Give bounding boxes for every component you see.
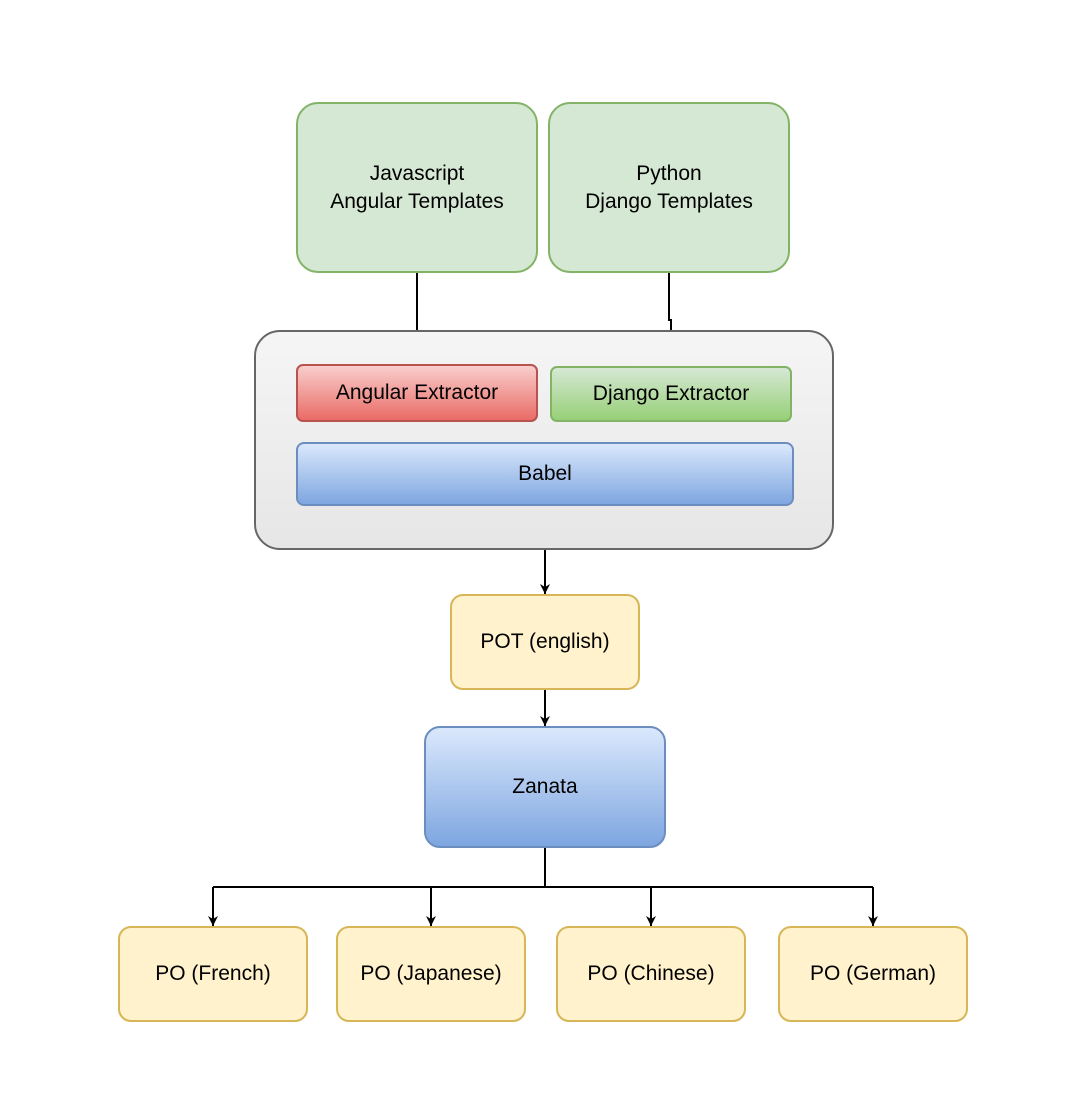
po-japanese-label: PO (Japanese)	[360, 962, 502, 985]
javascript-angular-templates-node: Javascript Angular Templates	[296, 102, 538, 273]
zanata-label: Zanata	[512, 775, 578, 798]
python-django-templates-node: Python Django Templates	[548, 102, 790, 273]
babel-node: Babel	[296, 442, 794, 506]
po-german-node: PO (German)	[778, 926, 968, 1022]
pot-english-node: POT (english)	[450, 594, 640, 690]
zanata-node: Zanata	[424, 726, 666, 848]
python-django-templates-label: Python Django Templates	[585, 161, 753, 213]
po-japanese-node: PO (Japanese)	[336, 926, 526, 1022]
babel-label: Babel	[518, 462, 572, 485]
po-chinese-node: PO (Chinese)	[556, 926, 746, 1022]
angular-extractor-label: Angular Extractor	[335, 381, 499, 404]
po-german-label: PO (German)	[809, 962, 937, 985]
angular-extractor-node: Angular Extractor	[296, 364, 538, 422]
edge-zanata-to-po-bus	[213, 847, 873, 888]
po-french-node: PO (French)	[118, 926, 308, 1022]
extractor-group-container	[254, 330, 834, 550]
po-french-label: PO (French)	[155, 962, 271, 985]
javascript-angular-templates-label: Javascript Angular Templates	[330, 161, 504, 213]
django-extractor-node: Django Extractor	[550, 366, 792, 422]
pot-english-label: POT (english)	[480, 630, 610, 653]
django-extractor-label: Django Extractor	[592, 382, 750, 405]
po-chinese-label: PO (Chinese)	[587, 962, 715, 985]
